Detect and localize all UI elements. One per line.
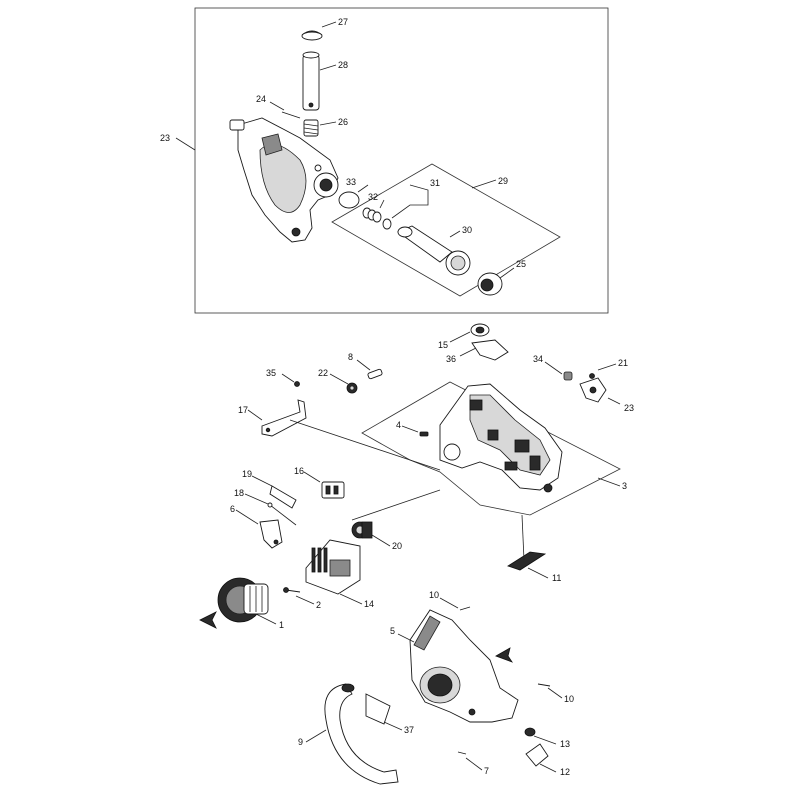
part-8-adjuster-screw (367, 368, 383, 380)
part-20-brush-holder (351, 521, 373, 539)
part-3-crankcase (439, 383, 563, 493)
part-23-oil-pump-body (229, 117, 339, 243)
part-27-clip (301, 30, 323, 41)
callout-27: 27 (338, 17, 348, 27)
motor-direction-arrow (199, 611, 217, 629)
callout-12: 12 (560, 767, 570, 777)
callout-26: 26 (338, 117, 348, 127)
callout-30: 30 (462, 225, 472, 235)
part-36-gasket (471, 339, 509, 361)
part-31-ball (382, 218, 392, 230)
callout-10-right: 10 (564, 694, 574, 704)
part-37-pad (365, 693, 391, 725)
part-16-terminal (321, 481, 345, 499)
callout-23-top: 23 (160, 133, 170, 143)
callout-25: 25 (516, 259, 526, 269)
part-21-screw (589, 373, 595, 379)
callout-8: 8 (348, 352, 353, 362)
part-14-controller (305, 539, 361, 595)
leader-lines (175, 21, 621, 773)
part-12-clip (525, 743, 549, 767)
part-18-wire (267, 502, 297, 526)
callout-3: 3 (622, 481, 627, 491)
callout-1: 1 (279, 620, 284, 630)
pump-subassembly-frame (331, 163, 561, 297)
callout-6: 6 (230, 504, 235, 514)
callout-14: 14 (364, 599, 374, 609)
part-13-nut (524, 727, 536, 737)
part-10-screw-upper (459, 606, 471, 611)
part-22-nut (346, 382, 358, 394)
callout-28: 28 (338, 60, 348, 70)
part-5-housing (409, 609, 519, 723)
part-32-spring (362, 207, 382, 223)
part-30-plunger (397, 225, 471, 276)
part-7-screw (457, 751, 467, 755)
part-9-tube (324, 683, 399, 785)
callout-15: 15 (438, 340, 448, 350)
callout-37: 37 (404, 725, 414, 735)
part-19-clip (269, 485, 297, 509)
callout-10-upper: 10 (429, 590, 439, 600)
callout-13: 13 (560, 739, 570, 749)
callout-21: 21 (618, 358, 628, 368)
callout-19: 19 (242, 469, 252, 479)
callout-29: 29 (498, 176, 508, 186)
housing-direction-arrow (495, 647, 514, 663)
callout-2: 2 (316, 600, 321, 610)
callout-labels: 27 28 24 26 23 33 32 31 29 30 25 15 36 3… (160, 17, 634, 777)
part-10-screw-right (537, 683, 551, 687)
top-assembly-frame (194, 7, 609, 314)
part-24-pin (281, 111, 301, 119)
part-11-bar-plate (507, 551, 547, 571)
part-1-motor (217, 577, 269, 623)
callout-34: 34 (533, 354, 543, 364)
part-28-shaft (302, 51, 320, 111)
callout-33: 33 (346, 177, 356, 187)
callout-31: 31 (430, 178, 440, 188)
callout-24: 24 (256, 94, 266, 104)
callout-17: 17 (238, 405, 248, 415)
callout-36: 36 (446, 354, 456, 364)
callout-22: 22 (318, 368, 328, 378)
part-6-switch (259, 519, 283, 549)
part-34-fitting (563, 371, 573, 381)
part-26-spring (303, 119, 319, 137)
part-2-screw (283, 587, 301, 593)
callout-23-right: 23 (624, 403, 634, 413)
part-4-stud (419, 431, 429, 437)
callout-9: 9 (298, 737, 303, 747)
callout-16: 16 (294, 466, 304, 476)
callout-7: 7 (484, 766, 489, 776)
callout-32: 32 (368, 192, 378, 202)
part-33-o-ring (338, 191, 360, 209)
part-15-grommet (470, 323, 490, 337)
callout-5: 5 (390, 626, 395, 636)
part-25-bushing (477, 272, 503, 296)
callout-11: 11 (552, 573, 561, 583)
part-35-screw (294, 381, 300, 387)
part-17-plate (261, 399, 307, 437)
callout-35: 35 (266, 368, 276, 378)
callout-4: 4 (396, 420, 401, 430)
callout-20: 20 (392, 541, 402, 551)
callout-18: 18 (234, 488, 244, 498)
part-23-pump-small (579, 377, 607, 403)
